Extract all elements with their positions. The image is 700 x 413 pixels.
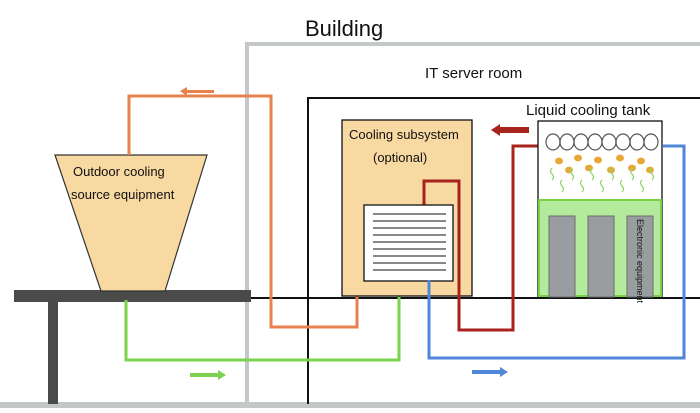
red-arrow	[491, 124, 529, 136]
condenser-coil	[545, 133, 659, 151]
electronic-equipment-label: Electronic equipment	[635, 219, 645, 304]
green-arrow	[190, 370, 226, 380]
building-floor	[0, 402, 700, 408]
green-pipe	[124, 280, 401, 362]
server-room-outline	[307, 97, 700, 404]
server-room-label: IT server room	[425, 65, 522, 82]
cooling-tank-label: Liquid cooling tank	[526, 102, 651, 119]
outdoor-label-line1: Outdoor cooling	[73, 164, 165, 179]
heat-exchanger-fins	[373, 213, 446, 271]
outdoor-cooling-funnel	[54, 154, 208, 292]
orange-arrow	[180, 87, 214, 96]
red-pipe	[422, 144, 546, 332]
blue-pipe	[427, 144, 686, 360]
building-outline	[245, 42, 700, 404]
server-blade-1	[548, 215, 576, 298]
building-label: Building	[305, 16, 383, 41]
subsystem-label-line2: (optional)	[373, 150, 427, 165]
heat-exchanger	[363, 204, 454, 282]
table-leg	[48, 302, 58, 404]
server-blade-2	[587, 215, 615, 298]
subsystem-label-line1: Cooling subsystem	[349, 127, 459, 142]
server-blade-3	[626, 215, 654, 298]
outdoor-label-line2: source equipment	[71, 187, 175, 202]
blue-arrow	[472, 367, 508, 377]
vapor-bubbles	[549, 167, 655, 193]
table-top	[14, 290, 251, 302]
